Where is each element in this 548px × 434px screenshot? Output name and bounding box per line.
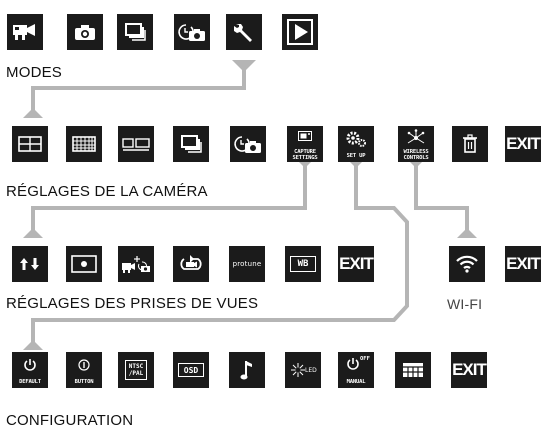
photo-resolution-grid-icon (72, 136, 96, 152)
mode-video-tile[interactable] (7, 14, 43, 50)
one-button-icon (78, 359, 90, 371)
capture-settings-label: RÉGLAGES DES PRISES DE VUES (6, 295, 259, 312)
calendar-grid-icon (403, 363, 423, 377)
video-resolution-tile[interactable] (12, 126, 48, 162)
burst-rate-icon (181, 135, 202, 153)
photo-resolution-tile[interactable] (66, 126, 102, 162)
led-icon (291, 363, 305, 377)
one-button-tile[interactable]: BUTTON (66, 352, 102, 388)
play-icon (287, 19, 313, 45)
setup-label: SET UP (346, 153, 366, 159)
ntsc-text: NTSC (128, 363, 144, 370)
default-mode-tile[interactable]: DEFAULT (12, 352, 48, 388)
manual-label: MANUAL (346, 379, 366, 385)
off-text: OFF (360, 356, 370, 362)
looping-video-tile[interactable] (173, 246, 209, 282)
capture-settings-line2: SETTINGS (292, 155, 318, 161)
camera-settings-label: RÉGLAGES DE LA CAMÉRA (6, 183, 208, 200)
mode-playback-tile[interactable] (282, 14, 318, 50)
auto-off-tile[interactable]: OFF MANUAL (338, 352, 374, 388)
looping-icon (180, 255, 202, 270)
ntsc-pal-tile[interactable]: NTSC /PAL (118, 352, 154, 388)
capture-settings-line1: CAPTURE (294, 149, 316, 155)
burst-rate-tile[interactable] (173, 126, 209, 162)
time-lapse-icon (178, 24, 205, 41)
field-of-view-icon (122, 138, 150, 151)
wireless-controls-icon (407, 129, 425, 144)
mode-setup-wrench-tile[interactable] (226, 14, 262, 50)
wifi-label: WI-FI (447, 296, 483, 312)
trash-icon (463, 134, 477, 153)
spot-meter-icon (71, 255, 97, 273)
wifi-tile[interactable] (449, 246, 485, 282)
osd-tile[interactable]: OSD (173, 352, 209, 388)
spot-meter-tile[interactable] (66, 246, 102, 282)
simultaneous-video-photo-tile[interactable] (118, 246, 154, 282)
white-balance-tile[interactable]: WB (285, 246, 321, 282)
protune-tile[interactable]: protune (229, 246, 265, 282)
auto-off-power-icon (347, 358, 359, 370)
power-icon (24, 359, 36, 371)
default-label: DEFAULT (19, 379, 41, 385)
burst-icon (125, 23, 146, 41)
video-resolution-icon (18, 136, 42, 152)
wrench-icon (234, 24, 252, 42)
wifi-exit-button[interactable]: EXIT (505, 246, 541, 282)
gears-icon (346, 131, 366, 147)
video-plus-photo-icon (122, 256, 150, 273)
button-label: BUTTON (74, 379, 94, 385)
wireless-controls-tile[interactable]: WIRELESS CONTROLS (398, 126, 434, 162)
mode-photo-tile[interactable] (67, 14, 103, 50)
music-note-icon (240, 361, 252, 380)
led-tile[interactable]: LED (285, 352, 321, 388)
wireless-line1: WIRELESS (403, 149, 429, 155)
setup-tile[interactable]: SET UP (338, 126, 374, 162)
led-text: LED (305, 367, 317, 374)
time-lapse-interval-icon (234, 136, 261, 153)
white-balance-text: WB (297, 259, 309, 269)
protune-text: protune (232, 260, 262, 268)
wireless-line2: CONTROLS (403, 155, 429, 161)
camera-settings-exit-button[interactable]: EXIT (505, 126, 541, 162)
sound-tile[interactable] (229, 352, 265, 388)
upside-down-tile[interactable] (12, 246, 48, 282)
photo-camera-icon (75, 25, 95, 40)
delete-tile[interactable] (452, 126, 488, 162)
date-time-tile[interactable] (395, 352, 431, 388)
mode-burst-tile[interactable] (117, 14, 153, 50)
configuration-label: CONFIGURATION (6, 412, 134, 429)
capture-settings-icon (298, 131, 312, 141)
configuration-exit-button[interactable]: EXIT (451, 352, 487, 388)
mode-timelapse-tile[interactable] (174, 14, 210, 50)
up-down-arrows-icon (20, 258, 39, 270)
capture-settings-tile[interactable]: CAPTURE SETTINGS (287, 126, 323, 162)
pal-text: /PAL (128, 370, 144, 377)
modes-label: MODES (6, 64, 63, 81)
capture-settings-exit-button[interactable]: EXIT (338, 246, 374, 282)
osd-text: OSD (183, 365, 199, 375)
field-of-view-tile[interactable] (118, 126, 154, 162)
wifi-icon (456, 255, 478, 273)
video-camera-icon (13, 24, 35, 40)
time-lapse-interval-tile[interactable] (230, 126, 266, 162)
